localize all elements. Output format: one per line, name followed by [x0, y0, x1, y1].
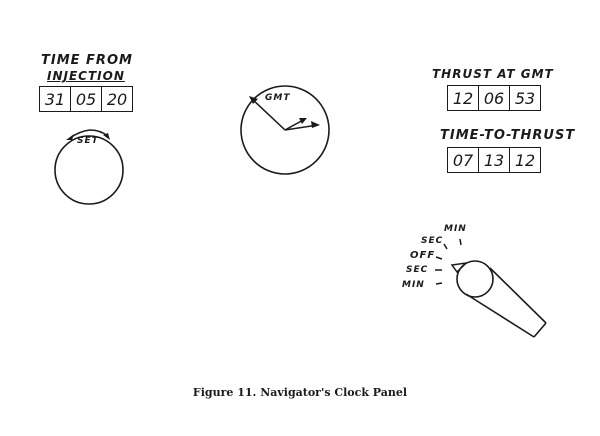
- thrust-at-gmt-title: THRUST AT GMT: [432, 67, 554, 81]
- set-knob[interactable]: [54, 135, 124, 205]
- selector-pointer-icon: [450, 261, 469, 274]
- selector-label-min-bottom: MIN: [402, 280, 425, 290]
- digit-hours: 07: [448, 148, 479, 172]
- selector-tick-min-top: [459, 238, 462, 246]
- selector-tick-min-bottom: [435, 282, 443, 285]
- digit-minutes: 05: [71, 87, 102, 111]
- selector-label-sec-top: SEC: [421, 236, 444, 246]
- figure-caption: Figure 11. Navigator's Clock Panel: [192, 386, 408, 399]
- selector-tick-off: [435, 256, 443, 260]
- digit-hours: 31: [40, 87, 71, 111]
- time-from-injection-readout: 31 05 20: [39, 86, 133, 112]
- selector-knob[interactable]: [450, 260, 547, 338]
- set-label: SET: [77, 136, 99, 146]
- gmt-hand-mid-tip-icon: [311, 121, 320, 128]
- selector-label-min-top: MIN: [444, 224, 467, 234]
- set-arrowhead-left-icon: [66, 134, 74, 140]
- thrust-at-gmt-readout: 12 06 53: [447, 85, 541, 111]
- selector-label-sec-bottom: SEC: [406, 265, 429, 275]
- digit-seconds: 12: [514, 150, 536, 170]
- digit-minutes: 13: [479, 148, 510, 172]
- gmt-clock-label: GMT: [265, 93, 291, 103]
- time-from-injection-title: TIME FROM: [41, 53, 133, 68]
- gmt-hand-long: [250, 97, 286, 131]
- selector-tick-sec-top: [443, 243, 448, 250]
- gmt-hand-short-tip-icon: [299, 118, 307, 124]
- digit-seconds: 53: [514, 88, 536, 108]
- time-to-thrust-title: TIME-TO-THRUST: [440, 128, 576, 143]
- digit-seconds: 20: [106, 89, 128, 109]
- gmt-hand-long-tip-icon: [249, 96, 258, 104]
- time-from-injection-subtitle: INJECTION: [47, 69, 125, 83]
- time-to-thrust-readout: 07 13 12: [447, 147, 541, 173]
- selector-label-off: OFF: [410, 250, 436, 261]
- digit-hours: 12: [448, 86, 479, 110]
- set-arrowhead-right-icon: [103, 133, 110, 140]
- gmt-clock-face: [240, 85, 330, 175]
- digit-minutes: 06: [479, 86, 510, 110]
